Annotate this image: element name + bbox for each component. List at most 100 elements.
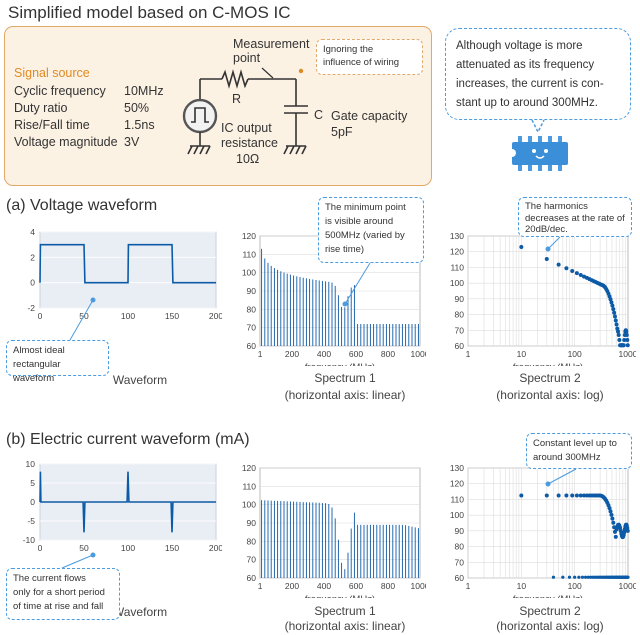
x-tick-label: 10 — [517, 581, 527, 591]
spectrum-point — [564, 493, 569, 498]
param-label: Duty ratio — [14, 101, 68, 115]
spectrum-point — [613, 318, 618, 323]
y-tick-label: 60 — [247, 573, 257, 583]
spectrum-point — [613, 534, 618, 539]
param-label: Rise/Fall time — [14, 118, 90, 132]
gate-label: 5pF — [331, 125, 353, 139]
spectrum-point — [609, 300, 614, 305]
spectrum-point — [544, 256, 549, 261]
current-spectrum1-chart: 1201101009080706012004006008001000freque… — [242, 463, 426, 598]
x-tick-label: 1 — [466, 581, 471, 591]
section-a-title: (a) Voltage waveform — [6, 197, 158, 214]
y-tick-label: 130 — [450, 231, 464, 241]
caption-spectrum2-axis: (horizontal axis: log) — [496, 388, 604, 402]
section-b-title: (b) Electric current waveform (mA) — [6, 431, 250, 448]
callout-b-wave: The current flows only for a short perio… — [6, 568, 120, 620]
spectrum-point — [625, 343, 630, 348]
caption-spectrum2-axis: (horizontal axis: log) — [496, 619, 604, 633]
y-tick-label: 80 — [455, 310, 465, 320]
spectrum-point — [519, 493, 524, 498]
y-tick-label: 110 — [242, 481, 256, 491]
callout-b-spec2: Constant level up to around 300MHz — [526, 433, 632, 469]
spectrum-point — [609, 512, 614, 517]
callout-line: decreases at the rate of — [525, 212, 625, 224]
ic-label: 10Ω — [236, 152, 260, 166]
callout-line: is visible around — [325, 216, 394, 227]
spectrum-point — [612, 314, 617, 319]
callout-dot — [298, 68, 304, 74]
y-tick-label: 80 — [247, 304, 257, 314]
callout-line: around 300MHz — [533, 452, 601, 463]
ic-label: resistance — [221, 136, 278, 150]
x-tick-label: 1 — [258, 349, 263, 359]
spectrum-point — [621, 343, 626, 348]
x-tick-label: 1000 — [411, 581, 426, 591]
callout-line: only for a short period — [13, 587, 105, 598]
param-label: Voltage magnitude — [14, 135, 118, 149]
y-tick-label: 80 — [455, 542, 465, 552]
y-tick-label: 2 — [30, 252, 35, 262]
spectrum-point — [626, 575, 630, 579]
ic-label: IC output — [221, 121, 272, 135]
spectrum-point — [614, 322, 619, 327]
callout-a-wave: Almost ideal rectangular waveform — [6, 340, 109, 384]
spectrum-point — [578, 493, 583, 498]
spectrum-point — [570, 493, 575, 498]
y-tick-label: 120 — [242, 231, 256, 241]
y-tick-label: 10 — [26, 459, 36, 469]
caption-spectrum1: Spectrum 1 — [314, 604, 376, 618]
callout-a-spec1: The minimum point is visible around 500M… — [318, 197, 424, 263]
spectrum-point — [622, 338, 627, 343]
measurement-label: Measurement — [233, 37, 310, 51]
bubble-line: increases, the current is con- — [456, 78, 604, 90]
param-value: 10MHz — [124, 84, 164, 98]
spectrum-point — [586, 575, 590, 579]
x-tick-label: 200 — [209, 543, 222, 553]
y-tick-label: 60 — [247, 341, 257, 351]
y-tick-label: 0 — [30, 497, 35, 507]
x-tick-label: 1000 — [411, 349, 426, 359]
x-tick-label: 800 — [381, 349, 395, 359]
spectrum-point — [561, 575, 565, 579]
param-value: 1.5ns — [124, 118, 155, 132]
current-spectrum2-chart: 130120110100908070601101001000frequency … — [450, 463, 636, 598]
voltage-spectrum1-chart: 1201101009080706012004006008001000freque… — [242, 231, 426, 366]
x-tick-label: 100 — [568, 581, 582, 591]
callout-line: influence of wiring — [323, 57, 400, 68]
spectrum-point — [551, 575, 556, 579]
x-axis-label: frequency (MHz) — [513, 362, 583, 366]
x-tick-label: 0 — [38, 311, 43, 321]
spectrum-point — [610, 303, 615, 308]
y-tick-label: 70 — [247, 323, 257, 333]
voltage-spectrum2-chart: 130120110100908070601101001000frequency … — [450, 231, 636, 366]
caption-waveform: Waveform — [112, 373, 168, 387]
y-tick-label: 0 — [30, 278, 35, 288]
spectrum-point — [583, 575, 588, 579]
spectrum-point — [570, 268, 575, 273]
x-tick-label: 600 — [349, 349, 363, 359]
y-tick-label: 80 — [247, 536, 257, 546]
y-tick-label: 110 — [450, 262, 464, 272]
capacitor-label: C — [314, 108, 324, 122]
spectrum-point — [574, 271, 579, 276]
spectrum-point — [544, 493, 549, 498]
spectrum-point — [577, 575, 581, 579]
caption-spectrum1-axis: (horizontal axis: linear) — [284, 388, 406, 402]
spectrum-point — [610, 516, 615, 521]
param-label: Cyclic frequency — [14, 84, 106, 98]
spectrum-point — [611, 520, 616, 525]
callout-line: Almost ideal — [13, 345, 65, 356]
callout-line: 500MHz (varied by — [325, 230, 405, 241]
callout-line: rectangular waveform — [13, 359, 61, 384]
param-value: 50% — [124, 101, 150, 115]
spectrum-point — [580, 575, 585, 579]
x-tick-label: 1000 — [619, 349, 636, 359]
callout-line: rise time) — [325, 244, 365, 255]
waveform-line — [39, 243, 216, 284]
spectrum-point — [612, 310, 617, 315]
y-tick-label: 100 — [242, 268, 256, 278]
y-tick-label: 90 — [455, 294, 465, 304]
caption-spectrum1-axis: (horizontal axis: linear) — [284, 619, 406, 633]
page-title: Simplified model based on C-MOS IC — [8, 3, 291, 22]
